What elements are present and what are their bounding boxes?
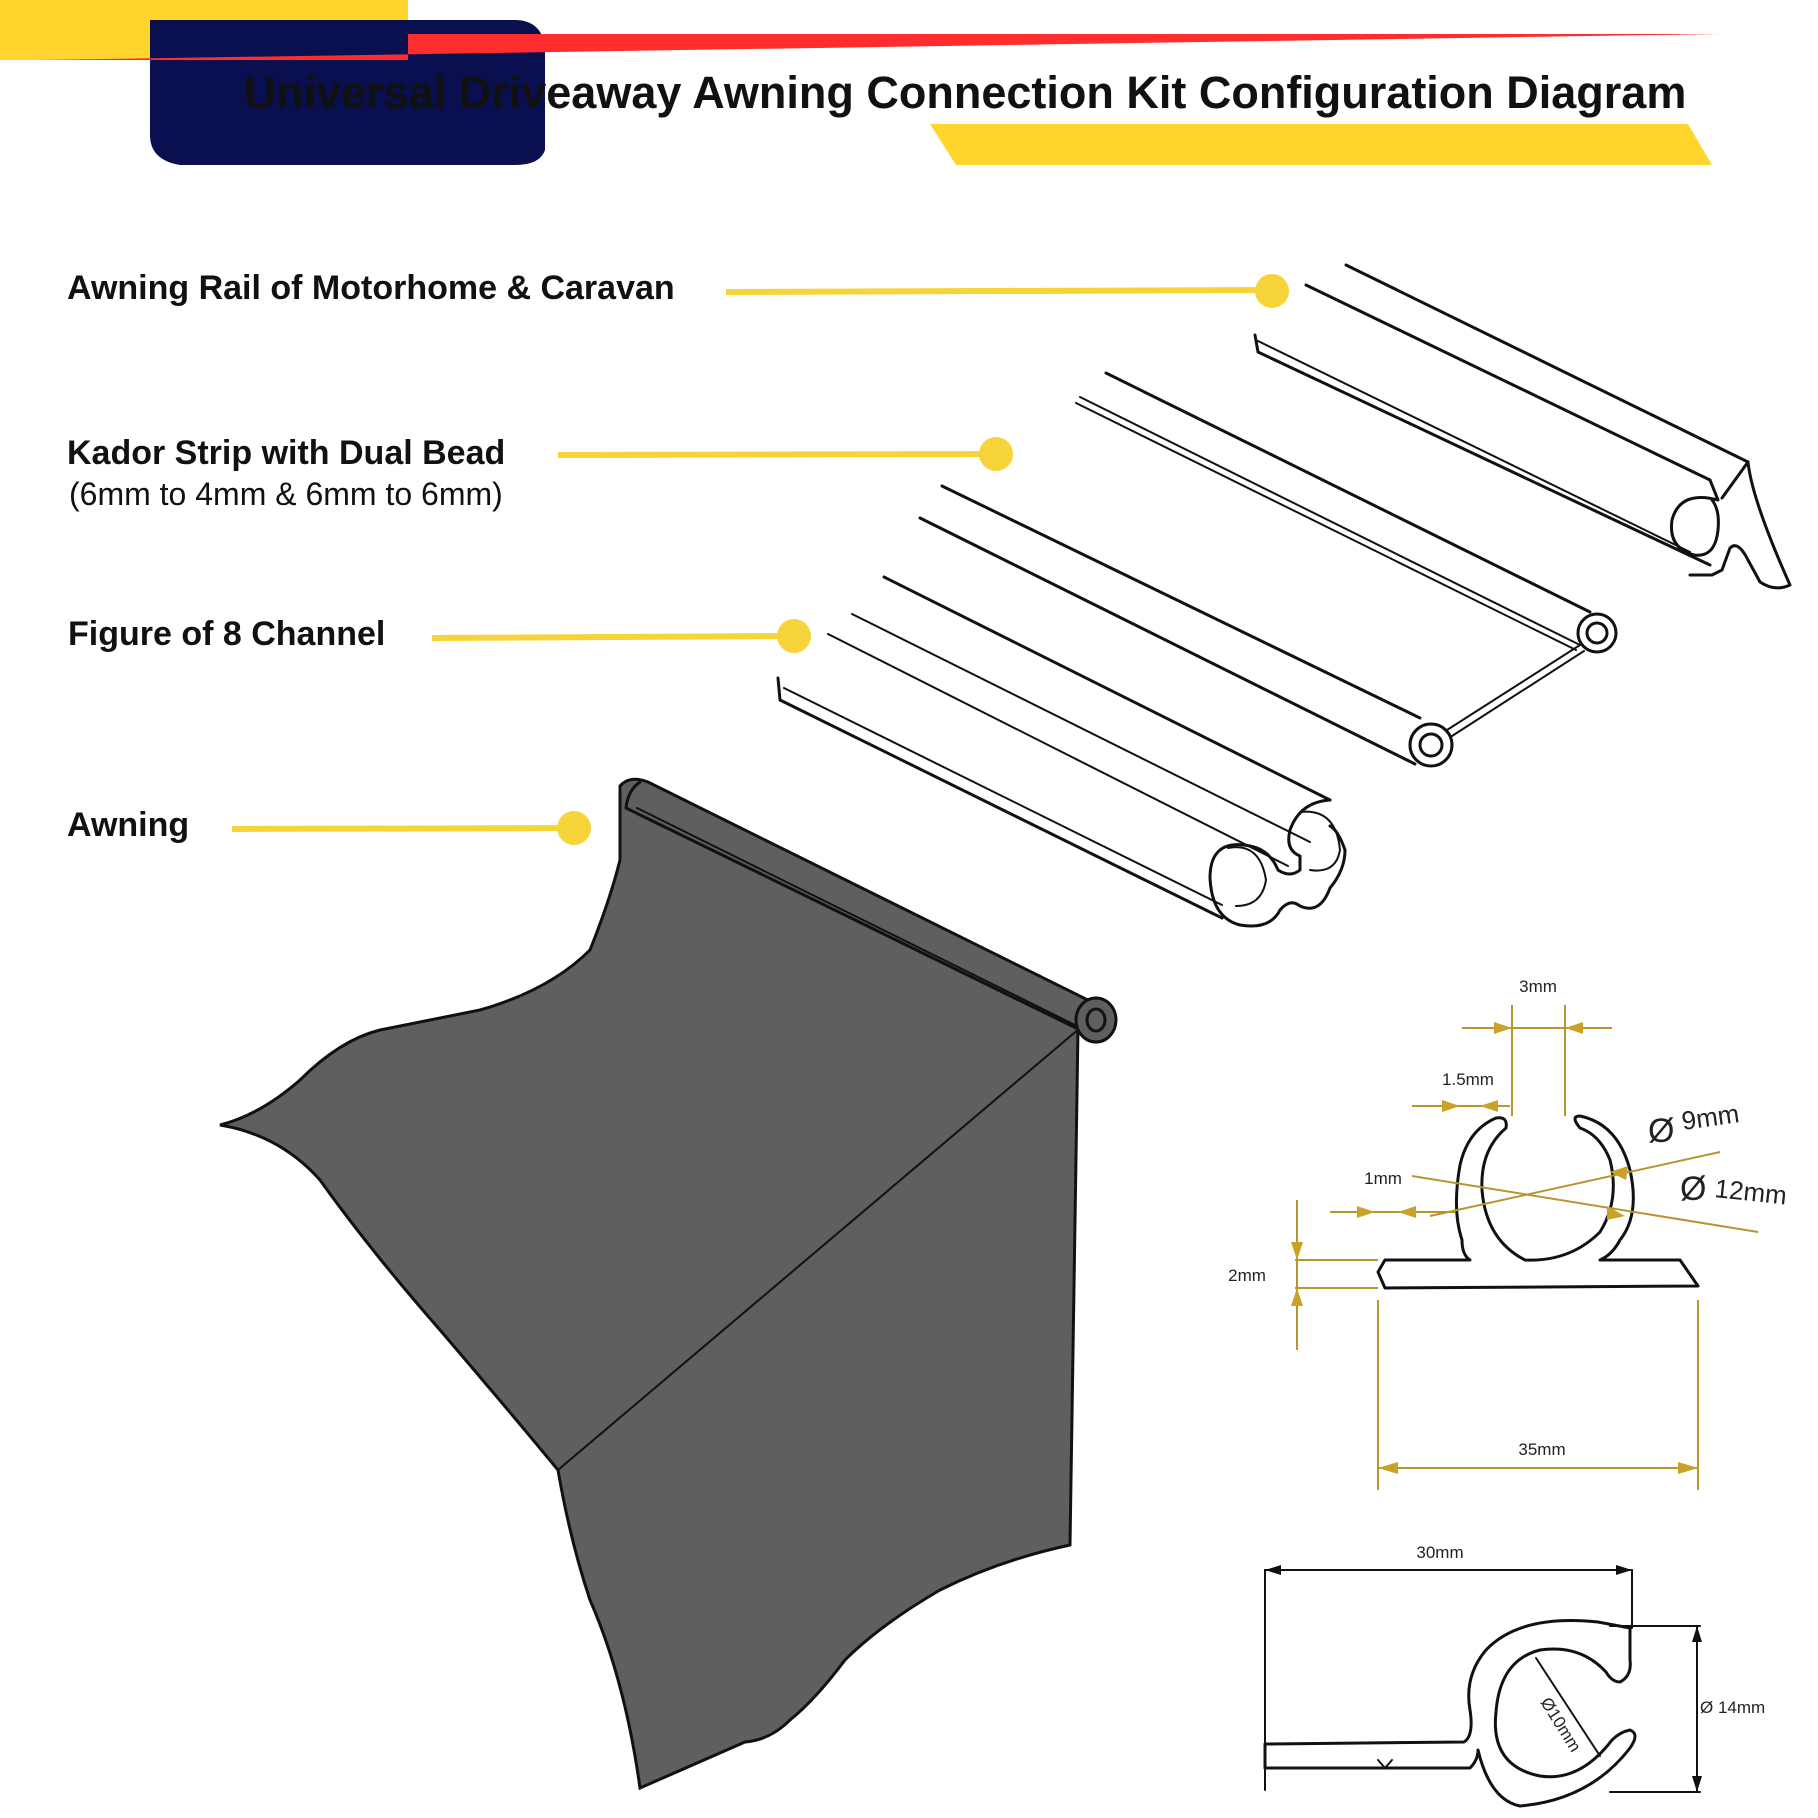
dim-symbol-12: Ø (1680, 1170, 1706, 1208)
callout-dot-kador (979, 437, 1013, 471)
dim-clip-outer-14: Ø 14mm (1700, 1698, 1765, 1717)
callout-dot-awning (557, 811, 591, 845)
dim-outer-diameter-12: 12mm (1713, 1173, 1788, 1210)
callout-awning: Awning (67, 806, 591, 845)
callout-label-kador: Kador Strip with Dual Bead (67, 434, 505, 472)
banner-yellow-right (930, 124, 1712, 165)
callout-dot-rail (1255, 274, 1289, 308)
dim-gap-3: 3mm (1519, 977, 1557, 996)
callout-figure8: Figure of 8 Channel (68, 615, 811, 653)
page-title: Universal Driveaway Awning Connection Ki… (244, 67, 1687, 118)
figure8-channel-illustration (776, 575, 1347, 928)
callout-label-awning: Awning (67, 806, 189, 844)
dim-inner-diameter-9: 9mm (1680, 1098, 1741, 1136)
rail-profile-outline (1376, 1114, 1700, 1290)
callout-label-rail: Awning Rail of Motorhome & Caravan (67, 269, 675, 307)
callout-kador: Kador Strip with Dual Bead (6mm to 4mm &… (67, 434, 1013, 512)
banner-red-stripe (40, 34, 1720, 60)
rail-profile-drawing: 35mm 3mm 1.5mm 1mm 2mm Ø 9mm Ø 12mm (1228, 977, 1788, 1490)
banner-navy-block (150, 20, 545, 165)
awning-illustration (219, 777, 1118, 1791)
clip-profile-drawing: 30mm Ø 14mm Ø10mm (1263, 1543, 1765, 1808)
callout-sublabel-kador: (6mm to 4mm & 6mm to 6mm) (69, 476, 503, 512)
dim-lip-1-5: 1.5mm (1442, 1070, 1494, 1089)
callout-label-figure8: Figure of 8 Channel (68, 615, 385, 653)
title-banner: Universal Driveaway Awning Connection Ki… (0, 0, 1720, 165)
dim-base-2: 2mm (1228, 1266, 1266, 1285)
dim-width-35: 35mm (1518, 1440, 1565, 1459)
dim-wall-1: 1mm (1364, 1169, 1402, 1188)
awning-fabric (219, 777, 1103, 1791)
callout-dot-figure8 (777, 619, 811, 653)
clip-profile-outline (1263, 1619, 1637, 1808)
dim-symbol-9: Ø (1648, 1112, 1674, 1150)
dim-clip-width-30: 30mm (1416, 1543, 1463, 1562)
kador-strip-illustration (918, 371, 1618, 768)
awning-rail-illustration (1253, 263, 1792, 590)
dim-clip-inner-10: Ø10mm (1537, 1694, 1585, 1755)
callout-rail: Awning Rail of Motorhome & Caravan (67, 269, 1289, 308)
